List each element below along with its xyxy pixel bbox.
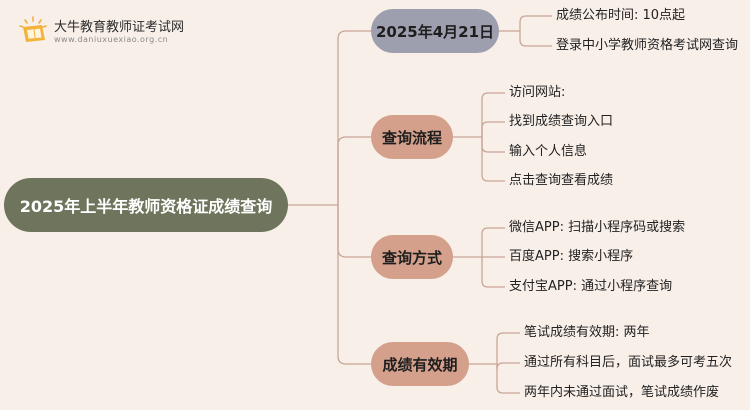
- logo-url: www.daniuxuexiao.org.cn: [54, 35, 169, 44]
- leaf-connector-3-0: [496, 332, 520, 364]
- branch-query-process: 查询流程: [371, 115, 453, 159]
- leaf-connector-2-0: [481, 227, 505, 257]
- logo-title: 大牛教育教师证考试网: [54, 20, 185, 35]
- leaf-enter-info: 输入个人信息: [509, 144, 588, 159]
- leaf-alipay-app: 支付宝APP: 通过小程序查询: [509, 279, 673, 294]
- leaf-find-entry: 找到成绩查询入口: [509, 114, 614, 129]
- leaf-interview-limit: 通过所有科目后，面试最多可考五次: [524, 355, 733, 370]
- branch-connector-1: [337, 136, 371, 205]
- leaf-score-void: 两年内未通过面试，笔试成绩作废: [524, 385, 720, 400]
- leaf-baidu-app: 百度APP: 搜索小程序: [509, 249, 634, 264]
- logo: 大牛教育教师证考试网 www.daniuxuexiao.org.cn: [18, 14, 218, 50]
- leaf-connector-0-1: [519, 31, 552, 47]
- leaf-connector-1-0: [481, 92, 505, 137]
- branch-release-date: 2025年4月21日: [371, 9, 499, 53]
- leaf-written-validity: 笔试成绩有效期: 两年: [524, 325, 650, 340]
- branch-query-methods: 查询方式: [371, 235, 453, 279]
- leaf-release-time: 成绩公布时间: 10点起: [556, 8, 686, 23]
- leaf-connector-0-0: [519, 15, 552, 31]
- leaf-connector-2-2: [481, 257, 505, 288]
- branch-connector-0: [337, 30, 371, 205]
- leaf-connector-3-1: [496, 362, 520, 370]
- leaf-connector-1-2: [481, 137, 505, 153]
- root-topic: 2025年上半年教师资格证成绩查询: [4, 178, 288, 232]
- branch-score-validity: 成绩有效期: [371, 342, 469, 386]
- leaf-wechat-app: 微信APP: 扫描小程序码或搜索: [509, 220, 686, 235]
- book-logo-icon: [19, 16, 47, 42]
- leaf-visit-website: 访问网站:: [509, 85, 566, 100]
- branch-connector-3: [337, 205, 371, 365]
- leaf-connector-1-1: [481, 121, 505, 137]
- leaf-view-score: 点击查询查看成绩: [509, 173, 614, 188]
- branch-connector-2: [337, 205, 371, 258]
- leaf-query-site: 登录中小学教师资格考试网查询: [556, 38, 739, 53]
- leaf-connector-3-2: [496, 364, 520, 394]
- leaf-connector-1-3: [481, 137, 505, 182]
